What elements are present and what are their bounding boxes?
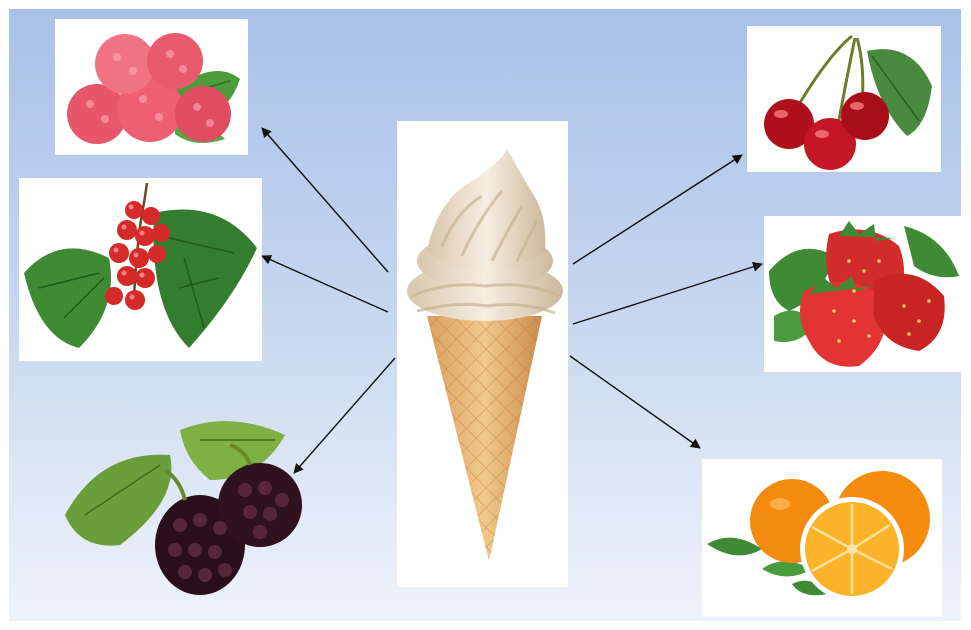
- oranges-card: [702, 459, 942, 617]
- raspberries-icon: [55, 19, 248, 155]
- cherries-icon: [747, 26, 941, 172]
- ice-cream-cone-icon: [397, 121, 568, 587]
- strawberries-card: [764, 216, 966, 372]
- ice-cream-card: [397, 121, 568, 587]
- raspberries-card: [55, 19, 248, 155]
- cherries-card: [747, 26, 941, 172]
- red-currants-card: [19, 178, 262, 361]
- strawberries-icon: [764, 216, 966, 372]
- oranges-icon: [702, 459, 942, 617]
- red-currants-icon: [19, 178, 262, 361]
- blackberries-group: [60, 410, 310, 600]
- blackberries-icon: [60, 410, 310, 600]
